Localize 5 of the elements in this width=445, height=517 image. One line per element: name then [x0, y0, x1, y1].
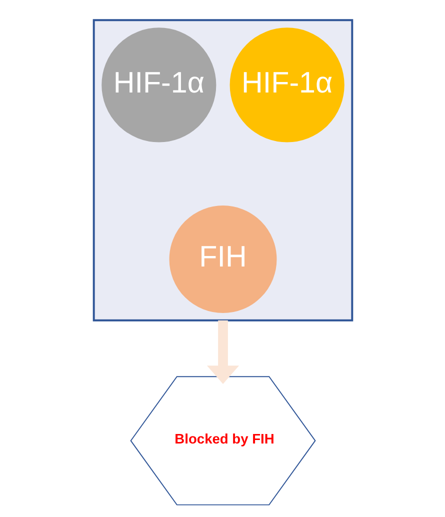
node-circle: HIF-1α — [229, 28, 344, 142]
node-circle: HIF-1α — [101, 28, 216, 142]
node-circle: FIH — [168, 206, 276, 314]
cluster — [92, 19, 353, 322]
arrow — [206, 320, 239, 384]
